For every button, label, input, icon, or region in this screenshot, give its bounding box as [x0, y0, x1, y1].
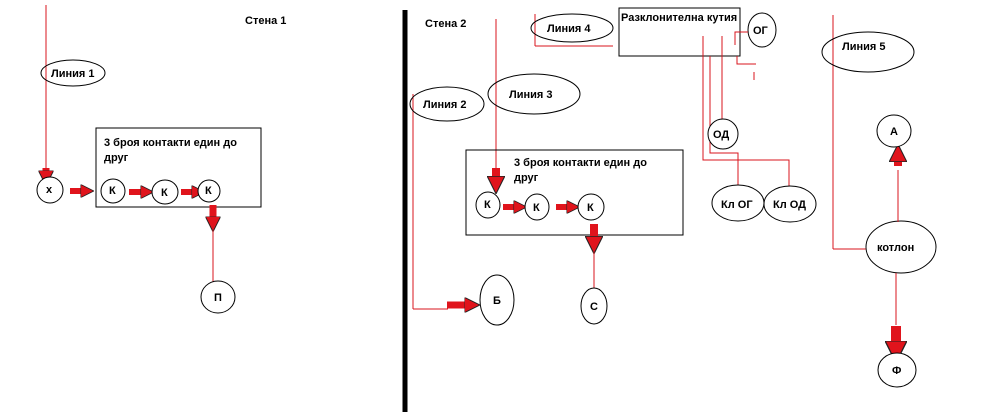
contact-node-2-label: К — [161, 187, 168, 199]
line-5-ellipse — [821, 31, 915, 73]
contacts-box-right — [465, 149, 684, 236]
contact-node-2 — [151, 179, 179, 205]
node-a-label: А — [890, 126, 898, 138]
node-od — [707, 118, 739, 150]
contact-node-r3-label: К — [587, 202, 594, 214]
contact-node-r1-label: К — [484, 199, 491, 211]
contacts-box-right-text: 3 броя контакти един до — [514, 157, 647, 169]
node-kl-og-label: Кл ОГ — [721, 199, 753, 211]
contact-node-1-label: К — [109, 185, 116, 197]
contacts-box-left — [95, 127, 262, 208]
contact-node-r1 — [475, 191, 501, 219]
node-kotlon — [865, 220, 937, 274]
node-kotlon-label: котлон — [877, 242, 914, 254]
node-x — [36, 176, 64, 204]
line-5-label: Линия 5 — [842, 41, 885, 53]
junction-box-label: Разклонителна кутия — [621, 12, 737, 24]
node-od-label: ОД — [713, 129, 729, 141]
contacts-box-left-text-line-2: друг — [104, 152, 129, 164]
line-1-ellipse — [40, 59, 106, 87]
junction-wire-stub — [736, 56, 756, 80]
contacts-box-right-label: 3 броя контакти един до друг — [514, 157, 650, 184]
wall-1-label: Стена 1 — [245, 15, 286, 27]
node-kl-od-label: Кл ОД — [773, 199, 806, 211]
node-og — [747, 12, 777, 48]
contact-node-r2 — [524, 193, 550, 221]
contacts-box-right-text-line-2: друг — [514, 172, 539, 184]
node-f-label: Ф — [892, 365, 901, 377]
contact-node-r3 — [577, 193, 605, 221]
node-og-label: ОГ — [753, 25, 769, 37]
junction-wire-kl-od — [702, 36, 790, 186]
line-2-label: Линия 2 — [423, 99, 466, 111]
line-3-label: Линия 3 — [509, 89, 552, 101]
line-4-label: Линия 4 — [547, 23, 591, 35]
contact-node-3-label: К — [205, 185, 212, 197]
node-s — [580, 287, 608, 325]
contact-node-3 — [197, 179, 221, 203]
node-p — [200, 280, 236, 314]
node-kl-od — [763, 185, 817, 223]
wall-2-label: Стена 2 — [425, 18, 466, 30]
line-1-label: Линия 1 — [51, 68, 94, 80]
node-f — [877, 352, 917, 388]
node-a — [876, 114, 912, 148]
node-b — [479, 274, 515, 326]
junction-wire-kl-og — [709, 56, 739, 186]
node-x-label: х — [46, 184, 53, 196]
line-4-ellipse — [530, 13, 614, 43]
contact-node-1 — [100, 178, 126, 204]
node-b-label: Б — [493, 295, 501, 307]
junction-wire-og — [734, 31, 748, 45]
node-s-label: С — [590, 301, 598, 313]
contacts-box-left-text: 3 броя контакти един до — [104, 137, 237, 149]
line-2-ellipse — [409, 86, 485, 122]
contacts-box-left-label: 3 броя контакти един до друг — [104, 137, 240, 164]
line-3-ellipse — [487, 73, 581, 115]
contact-node-r2-label: К — [533, 202, 540, 214]
node-p-label: П — [214, 292, 222, 304]
